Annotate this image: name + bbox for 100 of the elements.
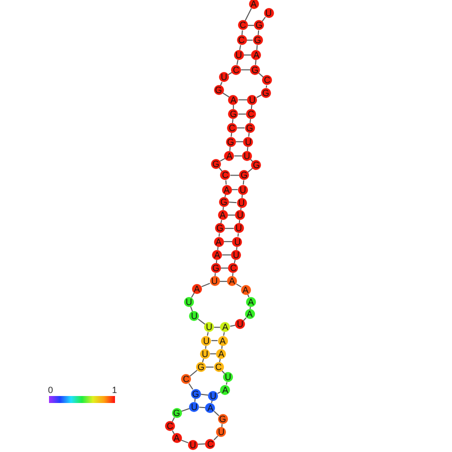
nucleotide-circle: U: [234, 223, 244, 234]
backbone-line: [266, 84, 268, 88]
backbone-line: [230, 132, 232, 138]
nucleotide-circle: G: [218, 196, 229, 207]
nucleotide-circle: U: [236, 198, 246, 208]
backbone-line: [221, 345, 223, 350]
nucleotide-circle: U: [243, 136, 254, 147]
nucleotide-circle: A: [192, 284, 202, 294]
base-pair-line: [200, 394, 209, 396]
nucleotide-circle: U: [216, 427, 226, 438]
base-pair-line: [236, 127, 246, 128]
base-pair-line: [220, 268, 229, 269]
backbone-line: [255, 59, 256, 66]
backbone-line: [230, 324, 236, 327]
scale-label: 0: [48, 386, 54, 395]
backbone-line: [216, 259, 218, 264]
nucleotide-circle: G: [260, 88, 271, 98]
backbone-line: [206, 332, 209, 336]
nucleotide-circle: U: [210, 276, 220, 286]
nucleotide-circle: A: [218, 210, 228, 220]
nucleotide-circle: U: [200, 348, 210, 359]
nucleotide-circle: C: [164, 421, 175, 432]
nucleotide-circle: C: [262, 75, 272, 86]
nucleotide-circle: C: [181, 374, 192, 384]
backbone-line: [223, 332, 225, 336]
nucleotide-circle: A: [172, 433, 182, 444]
backbone-line: [232, 118, 234, 124]
nucleotide-circle: G: [214, 223, 225, 234]
nucleotide-circle: G: [218, 414, 228, 424]
nucleotide-circle: U: [208, 390, 218, 401]
backbone-line: [188, 383, 194, 390]
backbone-line: [258, 30, 260, 36]
nucleotide-circle: C: [246, 109, 256, 120]
backbone-line: [236, 246, 238, 250]
nucleotide-circle: G: [196, 362, 206, 372]
base-pair-line: [214, 326, 221, 328]
nucleotide-circle: C: [205, 438, 216, 449]
backbone-line: [190, 370, 198, 377]
base-pair-line: [223, 241, 233, 242]
base-pair-line: [238, 114, 246, 115]
base-pair-line: [224, 228, 234, 229]
nucleotide-circle: A: [244, 309, 255, 320]
nucleotide-circle: G: [226, 136, 236, 147]
nucleotide-circle: U: [189, 402, 200, 412]
nucleotide-circle: G: [210, 158, 221, 169]
backbone-line: [172, 416, 175, 422]
nucleotide-circle: U: [242, 150, 252, 161]
backbone-line: [221, 424, 223, 428]
nucleotide-circle: C: [214, 362, 224, 372]
nucleotide-circle: G: [239, 170, 250, 180]
nucleotide-circle: A: [216, 348, 226, 359]
backbone-line: [256, 44, 258, 50]
nucleotide-circle: U: [189, 311, 200, 322]
backbone-line: [217, 246, 218, 250]
backbone-line: [225, 180, 227, 186]
backbone-line: [226, 382, 228, 386]
nucleotide-circle: C: [228, 263, 238, 274]
base-pair-line: [210, 353, 217, 354]
nucleotide-circle: U: [201, 336, 212, 346]
nucleotide-circle: A: [214, 236, 224, 247]
nucleotide-circle: U: [218, 72, 229, 82]
nucleotide-circle: G: [244, 122, 255, 133]
nucleotide-circle: A: [240, 284, 251, 295]
backbone-line: [218, 232, 220, 238]
backbone-line: [194, 398, 196, 402]
backbone-line: [244, 8, 252, 22]
nucleotide-circle: G: [210, 263, 221, 274]
backbone-line: [239, 44, 242, 50]
backbone-line: [238, 220, 240, 224]
nucleotide-circle: A: [228, 94, 238, 105]
nucleotide-circle: A: [220, 322, 230, 332]
backbone-line: [250, 104, 252, 110]
backbone-line: [236, 59, 238, 66]
backbone-line: [232, 104, 234, 110]
nucleotide-circle: U: [232, 236, 242, 247]
nucleotide-circle: C: [227, 122, 238, 133]
nucleotide-circle: U: [238, 184, 248, 195]
backbone-line: [172, 430, 175, 435]
base-pair-line: [231, 189, 238, 190]
backbone-line: [198, 318, 206, 325]
backbone-line: [180, 440, 189, 444]
base-pair-line: [206, 366, 214, 368]
backbone-line: [222, 206, 224, 211]
backbone-line: [238, 232, 239, 238]
backbone-line: [214, 410, 220, 416]
base-pair-line: [222, 254, 232, 256]
nucleotide-circle: U: [247, 94, 258, 105]
nucleotide-circle: C: [231, 64, 242, 75]
nucleotide-circle: A: [222, 184, 232, 195]
nucleotide-circle: A: [248, 0, 259, 9]
base-pair-line: [198, 406, 206, 408]
nucleotide-circle: U: [264, 8, 274, 18]
base-pair-line: [228, 202, 237, 204]
backbone-line: [243, 317, 247, 322]
nucleotide-circle: C: [220, 170, 230, 180]
nucleotide-circle: G: [214, 85, 224, 96]
base-pair-line: [235, 141, 244, 142]
backbone-line: [222, 92, 230, 98]
nucleotide-circle: A: [227, 276, 238, 286]
nucleotide-circle: U: [235, 210, 246, 220]
